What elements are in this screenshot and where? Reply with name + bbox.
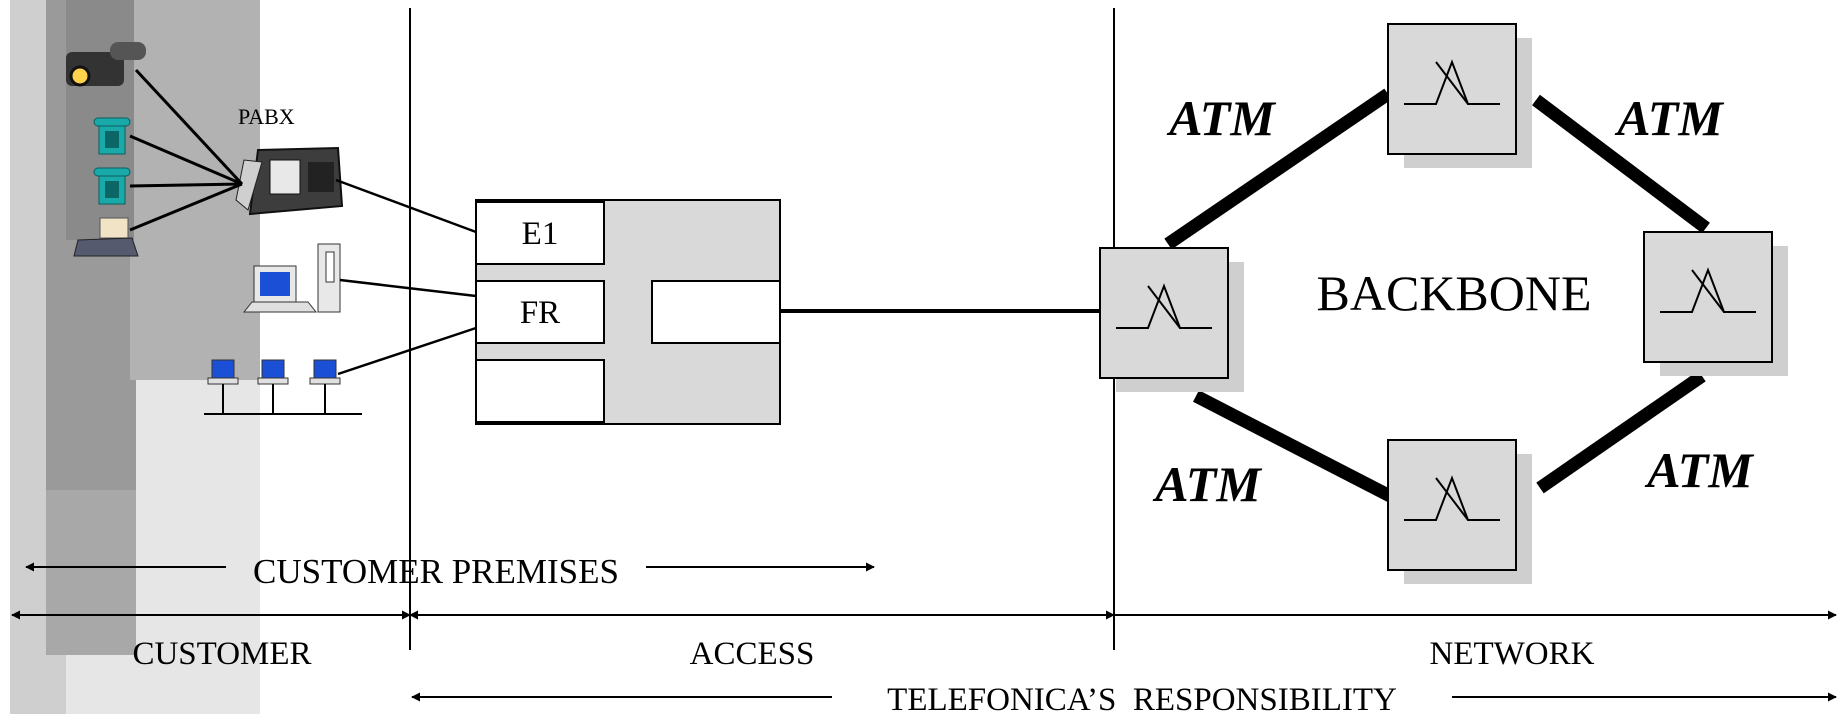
access-port-e1 [475,201,605,265]
access-trunk-port [651,280,781,344]
computer-icon [242,243,341,313]
atm-label-bottom-right: ATM [1644,442,1754,498]
atm-label-bottom-left: ATM [1152,456,1262,512]
customer-zone-label: CUSTOMER [132,636,311,672]
backbone-label: BACKBONE [1316,265,1591,321]
customer-premises-label: CUSTOMER PREMISES [253,552,619,591]
access-port-fr [475,280,605,344]
access-wires [335,178,1100,376]
atm-label-top-left: ATM [1166,90,1276,146]
pabx-label: PABX [238,104,295,129]
switch-bottom [1387,439,1532,584]
network-zone-label: NETWORK [1430,636,1595,672]
lan-computers-icon [204,359,362,415]
access-node [475,199,781,425]
customer-background [10,0,260,714]
telephone-icon [93,167,131,205]
fax-icon [73,217,139,257]
atm-label-top-right: ATM [1614,90,1724,146]
video-camera-icon [66,42,146,87]
switch-right [1643,231,1788,376]
switch-top [1387,23,1532,168]
switch-left [1099,247,1244,392]
device-wires [129,68,244,232]
responsibility-label: TELEFONICA’S RESPONSIBILITY [887,682,1397,714]
telephone-icon [93,117,131,155]
port-label-e1: E1 [522,216,559,252]
port-label-fr: FR [520,295,560,331]
pabx-phone-icon [235,146,344,216]
access-zone-label: ACCESS [690,636,815,672]
access-port-empty [475,359,605,423]
atm-links [1164,88,1710,502]
